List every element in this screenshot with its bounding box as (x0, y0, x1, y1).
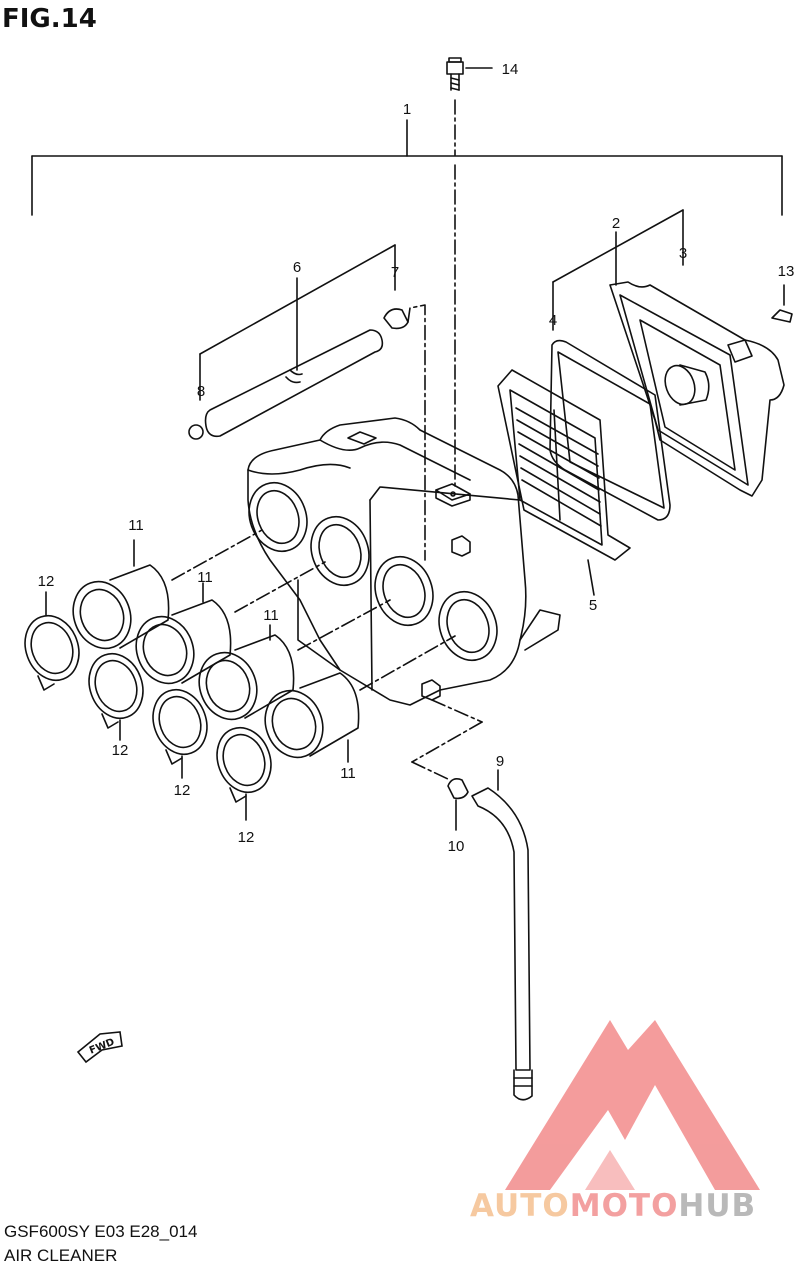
callout-6: 6 (293, 259, 301, 276)
callout-14: 14 (502, 61, 519, 78)
callout-labels: 1 2 3 4 5 6 7 8 9 10 11 11 11 11 12 12 1… (38, 61, 795, 855)
callout-8: 8 (197, 383, 205, 400)
callout-12-c: 12 (174, 782, 191, 799)
callout-12-b: 12 (112, 742, 129, 759)
callout-11-a: 11 (128, 517, 144, 534)
intake-joints-and-clamps (24, 539, 360, 821)
callout-11-b: 11 (197, 569, 213, 586)
figure-title: FIG.14 (2, 4, 97, 34)
hose-part-6 (188, 244, 426, 561)
bolt-part-14 (446, 57, 493, 491)
cover-and-gasket (497, 209, 793, 596)
callout-13: 13 (778, 263, 795, 280)
watermark-logo-icon (505, 1020, 760, 1190)
callout-9: 9 (496, 753, 504, 770)
air-cleaner-body (171, 417, 561, 706)
assembly-bracket-lines (31, 119, 783, 216)
callout-1: 1 (403, 101, 411, 118)
callout-3: 3 (679, 245, 687, 262)
figure-caption: AIR CLEANER (4, 1246, 118, 1265)
callout-11-d: 11 (340, 765, 356, 782)
model-code: GSF600SY E03 E28_014 (4, 1222, 198, 1241)
drain-hose-part-9 (411, 699, 533, 1101)
callout-11-c: 11 (263, 607, 279, 624)
callout-5: 5 (589, 597, 597, 614)
callout-12-a: 12 (38, 573, 55, 590)
watermark-text: AUTOMOTOHUB (470, 1188, 756, 1224)
callout-12-d: 12 (238, 829, 255, 846)
callout-7: 7 (391, 264, 399, 281)
callout-2: 2 (612, 215, 620, 232)
callout-10: 10 (448, 838, 465, 855)
watermark-part-auto: AUTO (470, 1188, 570, 1224)
fwd-arrow-icon: FWD (76, 1031, 123, 1064)
callout-4: 4 (549, 312, 557, 329)
watermark-part-moto: MOTO (569, 1188, 679, 1224)
watermark-part-hub: HUB (678, 1188, 757, 1224)
